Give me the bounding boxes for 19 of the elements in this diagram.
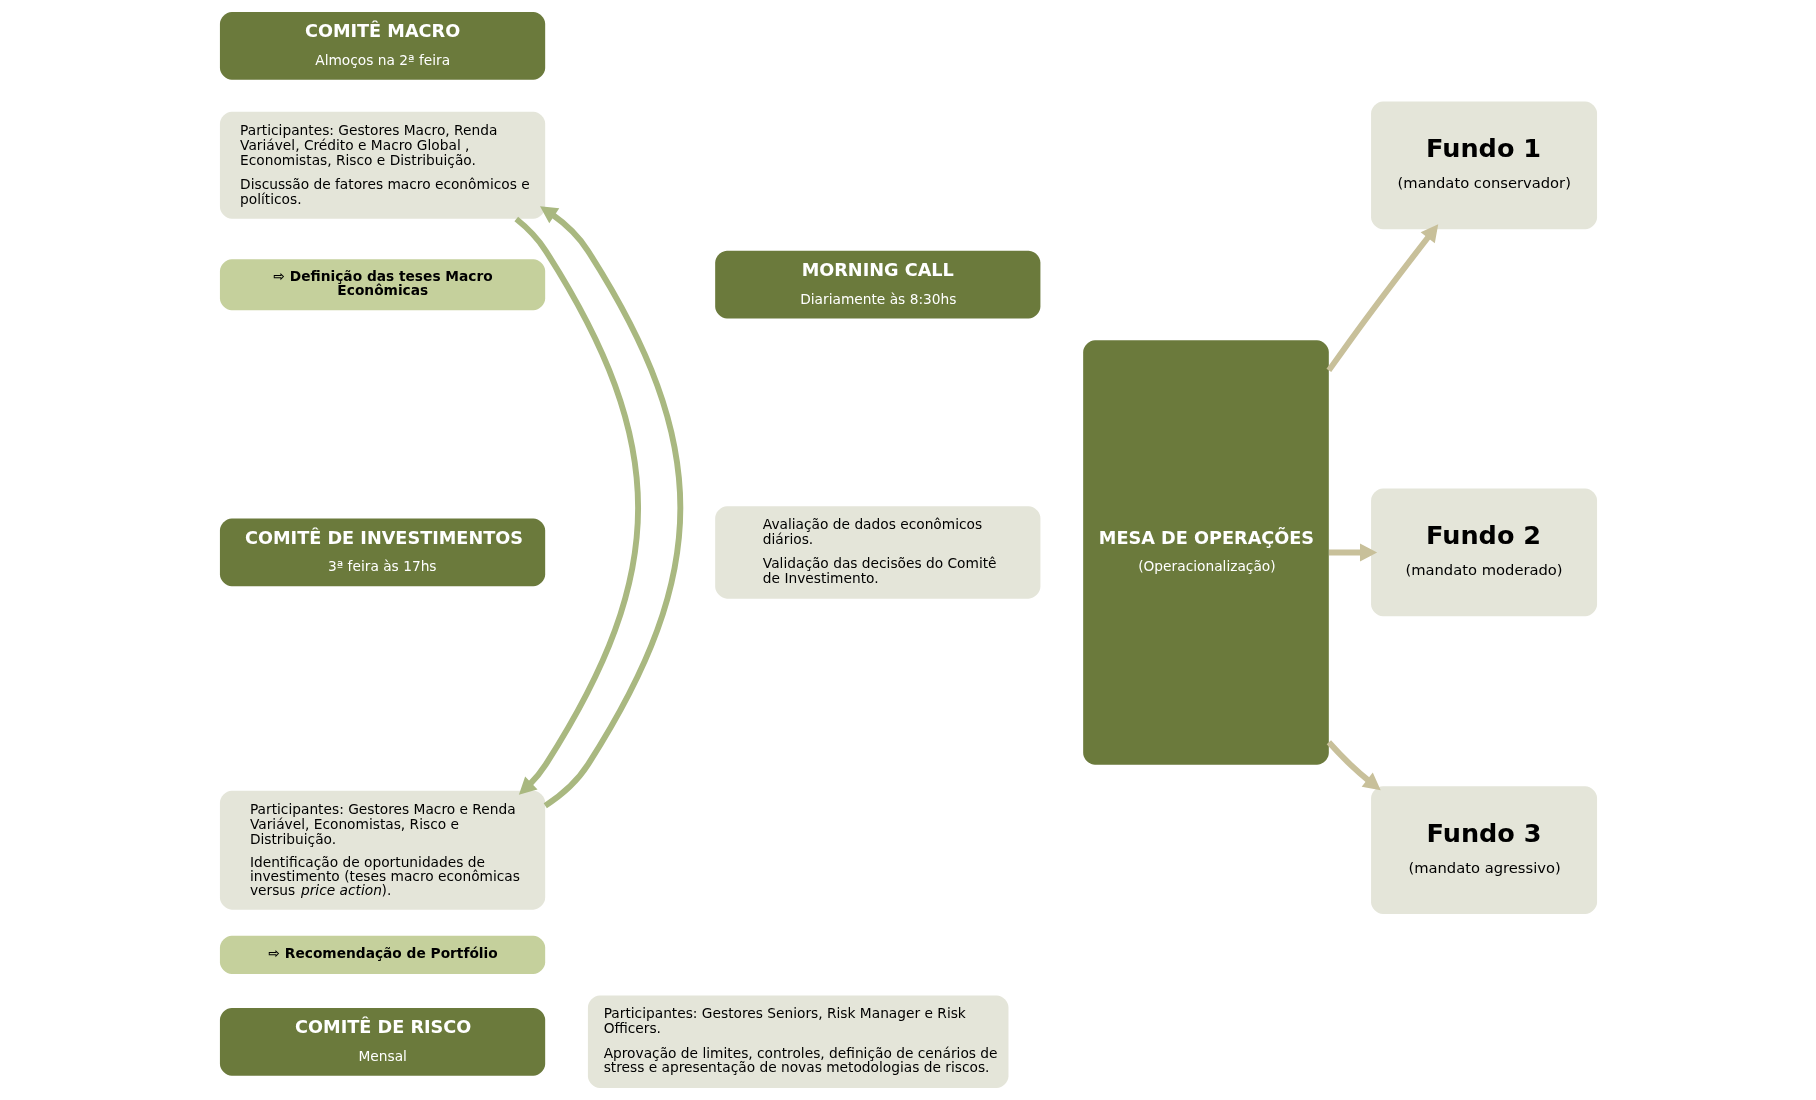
node-box: Fundo 3 (mandato agressivo) [1370, 786, 1597, 915]
node-box: ⇨ Recomendação de Portfólio [219, 935, 545, 974]
node-box: COMITÊ DE INVESTIMENTOS 3ª feira às 17hs [219, 518, 545, 587]
arrow [1326, 740, 1381, 791]
node-box: Fundo 1 (mandato conservador) [1370, 101, 1597, 230]
arrow [1325, 224, 1438, 373]
node-box: MESA DE OPERAÇÕES (Operacionalização) [1082, 340, 1329, 765]
node-box: COMITÊ DE RISCO Mensal [219, 1007, 545, 1076]
arrow [539, 206, 683, 809]
arrow [1328, 543, 1377, 562]
arrow [513, 216, 641, 795]
node-box: Fundo 2 (mandato moderado) [1370, 488, 1597, 617]
node-box: Participantes: Gestores Seniors, Risk Manager e Risk Officers. Aprovação de limites, controles, definição de cenários de stress e apresentação de novas metodologias de riscos. [587, 995, 1008, 1088]
node-box: Avaliação de dados econômicos diários. Validação das decisões do Comitê de Investimento. [714, 506, 1040, 599]
node-box: MORNING CALL Diariamente às 8:30hs [714, 250, 1040, 319]
node-box: ⇨ Definição das teses Macro Econômicas [219, 259, 545, 311]
node-box: COMITÊ MACRO Almoços na 2ª feira [219, 12, 545, 80]
node-box: Participantes: Gestores Macro e Renda Variável, Economistas, Risco e Distribuição. Identificação de oportunidades de investimento (teses macro econômicas versus price action). [219, 790, 545, 910]
node-box: Participantes: Gestores Macro, Renda Variável, Crédito e Macro Global , Economistas, Risco e Distribuição. Discussão de fatores macro econômicos e políticos. [219, 111, 545, 219]
